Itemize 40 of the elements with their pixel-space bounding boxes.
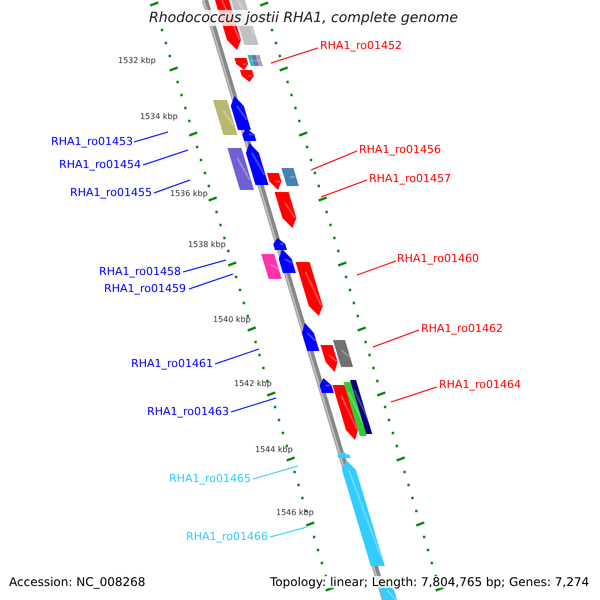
tick-label: 1538 kbp: [188, 241, 226, 249]
gene-label: RHA1_ro01456: [359, 144, 441, 155]
leader-line: [188, 274, 234, 290]
gene-label: RHA1_ro01465: [169, 473, 251, 484]
tick-label: 1542 kbp: [234, 380, 272, 388]
tick-label: 1536 kbp: [170, 190, 208, 198]
leader-line: [134, 132, 168, 142]
gene-label: RHA1_ro01458: [99, 266, 181, 277]
gene-label: RHA1_ro01460: [397, 253, 479, 264]
tick-label: 1544 kbp: [255, 446, 293, 454]
genome-info-label: Topology: linear; Length: 7,804,765 bp; Genes: 7,274: [270, 576, 590, 588]
gene-label: RHA1_ro01462: [421, 323, 503, 334]
tick-label: 1532 kbp: [118, 57, 156, 65]
leader-line: [356, 260, 396, 276]
gene-label: RHA1_ro01457: [369, 173, 451, 184]
gene-label: RHA1_ro01452: [320, 40, 402, 51]
leader-line: [214, 348, 260, 364]
gene-label: RHA1_ro01453: [51, 136, 133, 147]
leader-line: [252, 466, 298, 480]
leader-line: [372, 330, 420, 348]
accession-label: Accession: NC_008268: [9, 576, 146, 588]
leader-line: [390, 386, 438, 402]
tick-label: 1534 kbp: [140, 113, 178, 121]
leader-line: [154, 180, 190, 194]
gene-label: RHA1_ro01454: [59, 159, 141, 170]
gene-label: RHA1_ro01461: [131, 358, 213, 369]
gene-label: RHA1_ro01455: [70, 187, 152, 198]
gene-label: RHA1_ro01463: [147, 406, 229, 417]
gene-label: RHA1_ro01464: [439, 379, 521, 390]
gene-label: RHA1_ro01459: [104, 283, 186, 294]
gene-label: RHA1_ro01466: [186, 531, 268, 542]
leader-line: [270, 526, 308, 538]
tick-label: 1540 kbp: [213, 316, 251, 324]
leader-line: [270, 48, 318, 64]
leader-line: [320, 180, 368, 198]
leader-line: [142, 150, 188, 166]
leader-line: [182, 260, 226, 272]
leader-line: [230, 398, 276, 412]
leader-line: [310, 150, 358, 170]
tick-label: 1546 kbp: [276, 509, 314, 517]
